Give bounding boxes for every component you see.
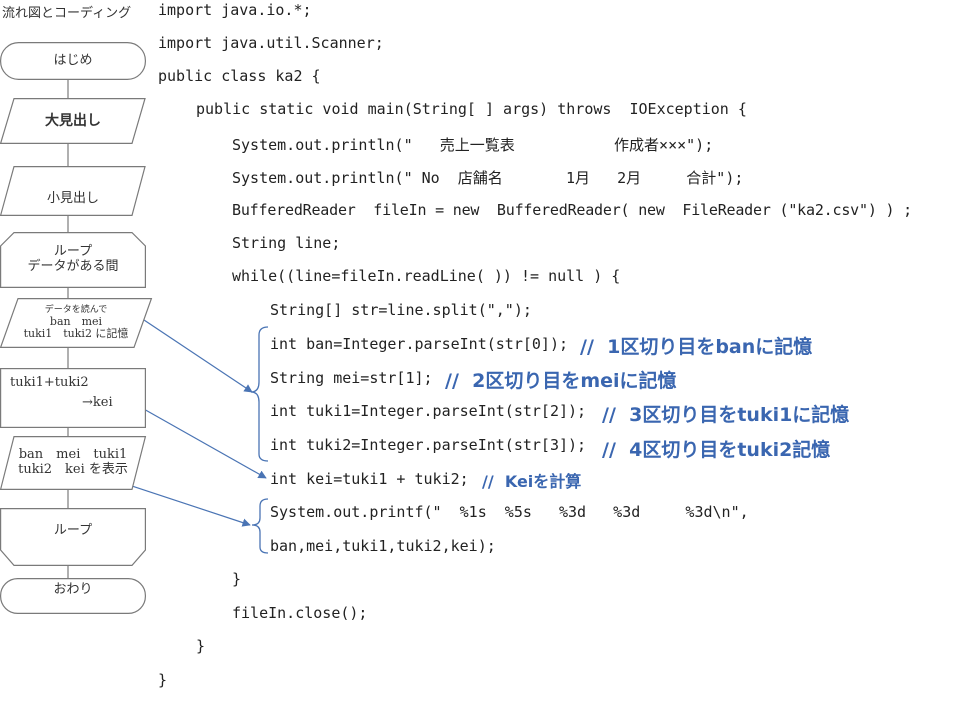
read-data-io: データを読んで ban mei tuki1 tuki2 に記憶 [0, 298, 153, 349]
arrow-display-to-code [125, 483, 251, 527]
code-line-printf: System.out.printf(" %1s %5s %3d %3d %3d\… [270, 503, 749, 521]
comment-tuki1: // 3区切り目をtuki1に記憶 [602, 404, 850, 426]
code-line-string-line: String line; [232, 234, 341, 252]
code-line-class-close: } [158, 671, 168, 689]
end-label: おわり [53, 581, 93, 597]
calc-label-2: →kei [82, 395, 113, 410]
arrow-read-to-code [131, 311, 253, 393]
code-line-println-header: System.out.println(" No 店舗名 1月 2月 合計"); [232, 169, 744, 187]
code-line-kei: int kei=tuki1 + tuki2; [270, 470, 469, 488]
code-line-tuki1: int tuki1=Integer.parseInt(str[2]); [270, 402, 587, 420]
display-label-2: tuki2 kei を表示 [18, 462, 128, 477]
code-line-import-io: import java.io.*; [158, 1, 312, 19]
read-data-label-2: ban mei [49, 314, 103, 328]
bracket-read [250, 326, 269, 462]
sub-heading-label: 小見出し [46, 190, 99, 206]
comment-ban: // 1区切り目をbanに記憶 [580, 336, 813, 358]
code-line-mei: String mei=str[1]; [270, 369, 433, 387]
code-line-printf-args: ban,mei,tuki1,tuki2,kei); [270, 537, 496, 555]
comment-tuki2: // 4区切り目をtuki2記憶 [602, 439, 831, 461]
loop-start: ループ データがある間 [0, 232, 146, 289]
code-line-ban: int ban=Integer.parseInt(str[0]); [270, 335, 569, 353]
loop-end: ループ [0, 508, 146, 567]
bracket-printf [251, 498, 269, 554]
code-line-close: fileIn.close(); [232, 604, 368, 622]
read-data-label-1: データを読んで [44, 305, 108, 316]
main-heading-io: 大見出し [0, 98, 146, 145]
end-terminal: おわり [0, 578, 147, 614]
main-heading-label: 大見出し [45, 112, 101, 129]
code-line-main-close: } [196, 637, 206, 655]
calc-process: tuki1+tuki2 →kei [0, 368, 147, 428]
code-line-bufferedreader: BufferedReader fileIn = new BufferedRead… [232, 201, 912, 219]
code-line-class: public class ka2 { [158, 67, 321, 85]
start-label: はじめ [53, 52, 93, 68]
loop-end-label: ループ [53, 522, 93, 538]
code-line-main: public static void main(String[ ] args) … [196, 100, 747, 118]
code-line-tuki2: int tuki2=Integer.parseInt(str[3]); [270, 436, 587, 454]
sub-heading-io: 小見出し [0, 166, 146, 217]
arrow-calc-to-code [141, 407, 267, 479]
start-terminal: はじめ [0, 42, 147, 80]
code-line-while-close: } [232, 570, 242, 588]
code-line-while: while((line=fileIn.readLine( )) != null … [232, 267, 621, 285]
loop-start-label-1: ループ [53, 244, 93, 260]
display-label-1: ban mei tuki1 [18, 447, 128, 463]
loop-start-label-2: データがある間 [27, 259, 119, 274]
code-line-import-scanner: import java.util.Scanner; [158, 34, 384, 52]
calc-label-1: tuki1+tuki2 [10, 375, 89, 390]
flowchart-title: 流れ図とコーディング [2, 6, 132, 21]
code-line-split: String[] str=line.split(","); [270, 301, 532, 319]
display-io: ban mei tuki1 tuki2 kei を表示 [0, 436, 147, 491]
code-line-println-title: System.out.println(" 売上一覧表 作成者×××"); [232, 136, 714, 154]
read-data-label-3: tuki1 tuki2 に記憶 [23, 327, 129, 341]
comment-kei: // Keiを計算 [482, 472, 582, 491]
comment-mei: // 2区切り目をmeiに記憶 [445, 370, 677, 392]
